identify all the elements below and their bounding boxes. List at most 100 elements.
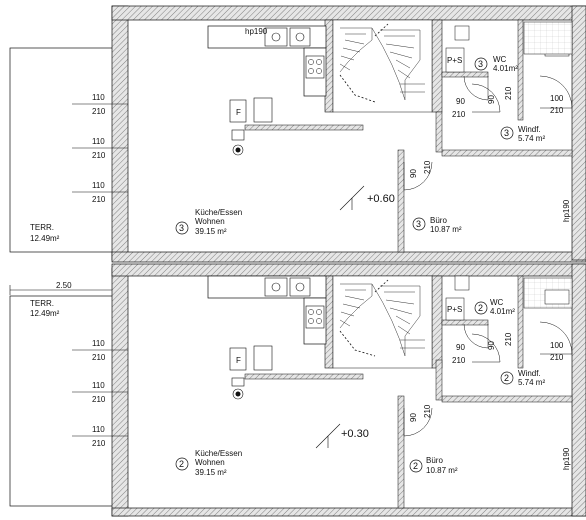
door-wc-v-w-lower: 90 (487, 341, 496, 350)
stove-burner-4 (316, 68, 322, 74)
room-name-kitchen-2: Wohnen (195, 217, 225, 226)
door-buero-h-lower: 210 (423, 404, 432, 418)
door-wc-v-h: 210 (504, 86, 513, 100)
room-num-wc: 3 (478, 59, 483, 69)
wall-bottom (111, 251, 586, 263)
fridge-lower (229, 347, 247, 371)
window-marks-left-lower (72, 349, 128, 437)
level-cross (339, 185, 365, 211)
room-area-windf: 5.74 m² (518, 134, 545, 143)
stair-dashed-lower (339, 279, 389, 357)
level-cross-lower (315, 423, 341, 449)
room-name-kitchen-2-lower: Wohnen (195, 458, 225, 467)
win2-w: 110 (92, 137, 105, 146)
door-buero-w-lower: 90 (409, 413, 418, 422)
wall-wc-right-lower (517, 275, 524, 369)
island-cabinet (253, 97, 273, 123)
stair-dashed (339, 23, 389, 103)
wall-stair-right-lower (431, 275, 443, 369)
win1-h-lower: 210 (92, 353, 106, 362)
door-swing-wc-lower (463, 323, 489, 349)
window-marks-left (72, 103, 128, 193)
door-right-w: 100 (550, 94, 564, 103)
fridge-label-lower: F (236, 356, 241, 365)
room-name-buero-lower: Büro (426, 456, 443, 465)
room-area-windf-lower: 5.74 m² (518, 378, 545, 387)
room-num-windf: 3 (504, 128, 509, 138)
wall-right-lower (571, 263, 586, 517)
sink (264, 27, 288, 47)
sink-lower (264, 277, 288, 297)
room-num-windf-lower: 2 (504, 373, 509, 383)
sink-basin-drain-lower (295, 282, 305, 292)
wc-toilet-lower (544, 289, 570, 305)
wall-stair-right (431, 19, 443, 113)
wall-left (111, 5, 129, 261)
win1-h: 210 (92, 107, 106, 116)
win3-h: 210 (92, 195, 106, 204)
win3-h-lower: 210 (92, 439, 106, 448)
sink-drain (271, 32, 281, 42)
level-upper: +0.60 (367, 193, 395, 205)
island-sink-dot-lower (235, 391, 241, 397)
floor-upper: TERR. 12.49m² hp190 F (9, 5, 586, 263)
island-sink-dot (235, 147, 241, 153)
fridge-label: F (236, 108, 241, 117)
room-name-windf-lower: Windf. (518, 369, 541, 378)
wall-windf-left (435, 111, 443, 153)
room-num-circle-buero-lower (409, 459, 423, 473)
door-swing-right (539, 75, 573, 109)
ps-label: P+S (447, 56, 462, 65)
wall-top (111, 5, 586, 21)
win1-w-lower: 110 (92, 339, 105, 348)
door-swing-right-lower (539, 321, 573, 355)
dim-250: 2.50 (56, 281, 72, 290)
ps-box-lower (445, 297, 465, 321)
door-swing-wc2-lower (471, 333, 501, 363)
room-num-circle-windf-lower (500, 371, 514, 385)
hp-label-right: hp190 (562, 199, 571, 222)
room-num-circle-wc-lower (474, 301, 488, 315)
door-wc-h-lower: 210 (452, 356, 466, 365)
stair-treads (339, 27, 425, 101)
room-name-wc-lower: WC (490, 298, 504, 307)
room-area-buero: 10.87 m² (430, 225, 462, 234)
wall-windf-left-lower (435, 359, 443, 401)
sink-basin-lower (289, 277, 311, 297)
win2-w-lower: 110 (92, 381, 105, 390)
island-cabinet-lower (253, 345, 273, 371)
room-name-kitchen-lower: Küche/Essen (195, 449, 242, 458)
wc-basin (454, 25, 470, 41)
room-num-kitchen-lower: 2 (179, 459, 184, 469)
door-wc-h: 210 (452, 110, 466, 119)
wall-wc-bottom (441, 71, 489, 78)
sink-drain-lower (271, 282, 281, 292)
fridge (229, 99, 247, 123)
room-area-buero-lower: 10.87 m² (426, 466, 458, 475)
room-num-circle-kitchen-lower (175, 457, 189, 471)
door-buero-w: 90 (409, 169, 418, 178)
wall-wc-bottom-lower (441, 319, 489, 326)
room-name-windf: Windf. (518, 125, 541, 134)
terrace-area-lower: 12.49m² (30, 309, 60, 318)
stove-burner-2-lower (316, 309, 322, 315)
floor-lower: 2.50 TERR. 12.49m² F (9, 263, 586, 517)
stove-burner-4-lower (316, 318, 322, 324)
wall-right (571, 5, 586, 261)
stove-burner-1-lower (308, 309, 314, 315)
sink-basin (289, 27, 311, 47)
door-swing-buero-lower (403, 407, 433, 437)
stove (305, 55, 325, 79)
win2-h-lower: 210 (92, 395, 106, 404)
shower (523, 21, 573, 55)
room-num-circle-wc (474, 57, 488, 71)
room-area-wc: 4.01m² (493, 64, 518, 73)
door-wc-w: 90 (456, 97, 465, 106)
stove-burner-2 (316, 59, 322, 65)
terrace-name-lower: TERR. (30, 299, 54, 308)
hp-label-right-lower: hp190 (562, 447, 571, 470)
room-name-kitchen: Küche/Essen (195, 208, 242, 217)
wall-bottom-lower (111, 507, 586, 517)
door-wc-v-w: 90 (487, 95, 496, 104)
